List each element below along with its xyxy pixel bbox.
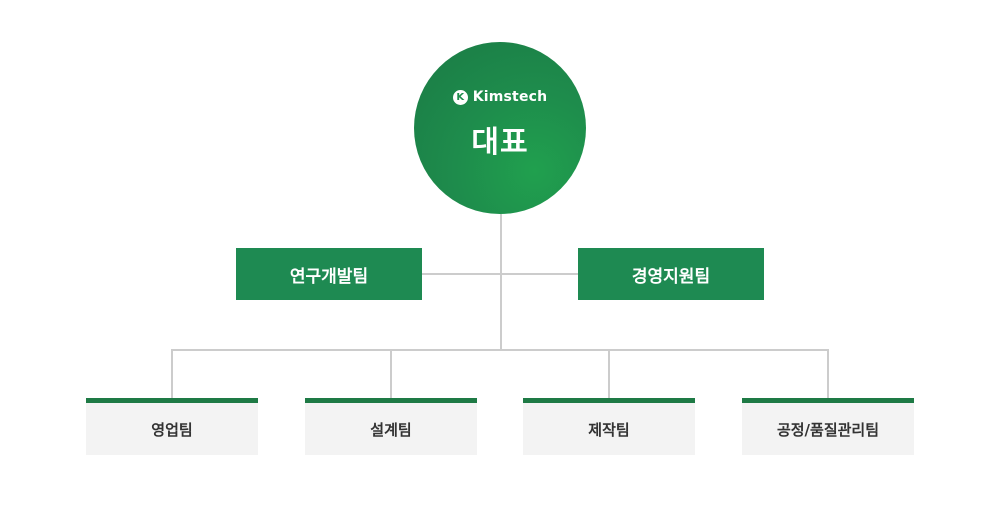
ceo-node: K Kimstech 대표 <box>414 42 586 214</box>
company-logo-text: Kimstech <box>472 89 548 105</box>
team-process-quality: 공정/품질관리팀 <box>742 398 914 455</box>
team-design: 설계팀 <box>305 398 477 455</box>
team-production: 제작팀 <box>523 398 695 455</box>
unit-rnd: 연구개발팀 <box>236 248 422 300</box>
team-sales: 영업팀 <box>86 398 258 455</box>
kimstech-logo-icon: K <box>452 89 468 105</box>
unit-management-support: 경영지원팀 <box>578 248 764 300</box>
ceo-title: 대표 <box>471 125 529 160</box>
company-logo: K Kimstech <box>452 89 548 105</box>
